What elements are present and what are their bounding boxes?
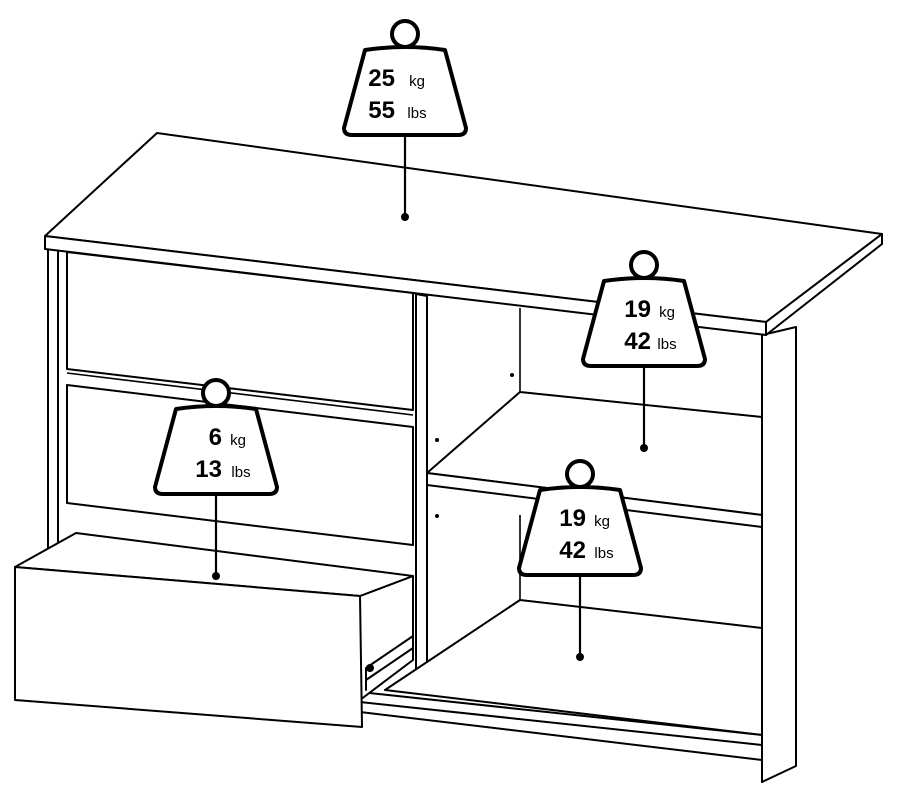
weight-lbs-unit: lbs: [594, 545, 613, 562]
drawer-recess-2: [66, 372, 414, 416]
weight-ring-icon: [390, 19, 420, 49]
shelf-pin-hole: [435, 514, 439, 518]
open-drawer-front: [14, 566, 363, 728]
right-side-panel: [761, 326, 797, 783]
weight-ring-icon: [201, 378, 231, 408]
weight-ring-icon: [629, 250, 659, 280]
leader-dot: [640, 444, 648, 452]
weight-kg-value: 25: [368, 65, 395, 92]
weight-kg-unit: kg: [409, 73, 425, 90]
leader-dot: [401, 213, 409, 221]
weight-body-icon: [581, 276, 707, 368]
weight-kg-value: 19: [624, 296, 651, 323]
center-divider: [415, 293, 428, 685]
weight-body-icon: [153, 404, 279, 496]
weight-body-icon: [342, 45, 468, 137]
weight-tag-drawer: 6 kg 13 lbs: [153, 378, 279, 580]
leader-dot: [212, 572, 220, 580]
weight-lbs-value: 42: [624, 328, 651, 355]
shelf-pin-hole: [510, 373, 514, 377]
weight-kg-value: 6: [209, 424, 222, 451]
weight-tag-top: 25 kg 55 lbs: [342, 19, 468, 221]
weight-lbs-value: 42: [559, 537, 586, 564]
weight-ring-icon: [565, 459, 595, 489]
sideboard-illustration: [14, 132, 883, 783]
weight-kg-unit: kg: [594, 513, 610, 530]
weight-lbs-unit: lbs: [407, 105, 426, 122]
weight-lbs-value: 55: [368, 97, 395, 124]
weight-kg-unit: kg: [659, 304, 675, 321]
bottom-panel: [384, 599, 763, 736]
shelf-pin-hole: [435, 438, 439, 442]
weight-lbs-value: 13: [195, 456, 222, 483]
weight-lbs-unit: lbs: [231, 464, 250, 481]
leader-dot: [576, 653, 584, 661]
weight-lbs-unit: lbs: [657, 336, 676, 353]
weight-kg-value: 19: [559, 505, 586, 532]
top-panel-side-edge: [765, 233, 883, 336]
weight-tag-lower-shelf: 19 kg 42 lbs: [517, 459, 643, 661]
weight-kg-unit: kg: [230, 432, 246, 449]
drawer-runner: [365, 635, 414, 691]
drawer-front-1: [66, 251, 414, 411]
weight-tag-upper-shelf: 19 kg 42 lbs: [581, 250, 707, 452]
weight-body-icon: [517, 485, 643, 577]
runner-roller-icon: [366, 664, 374, 672]
